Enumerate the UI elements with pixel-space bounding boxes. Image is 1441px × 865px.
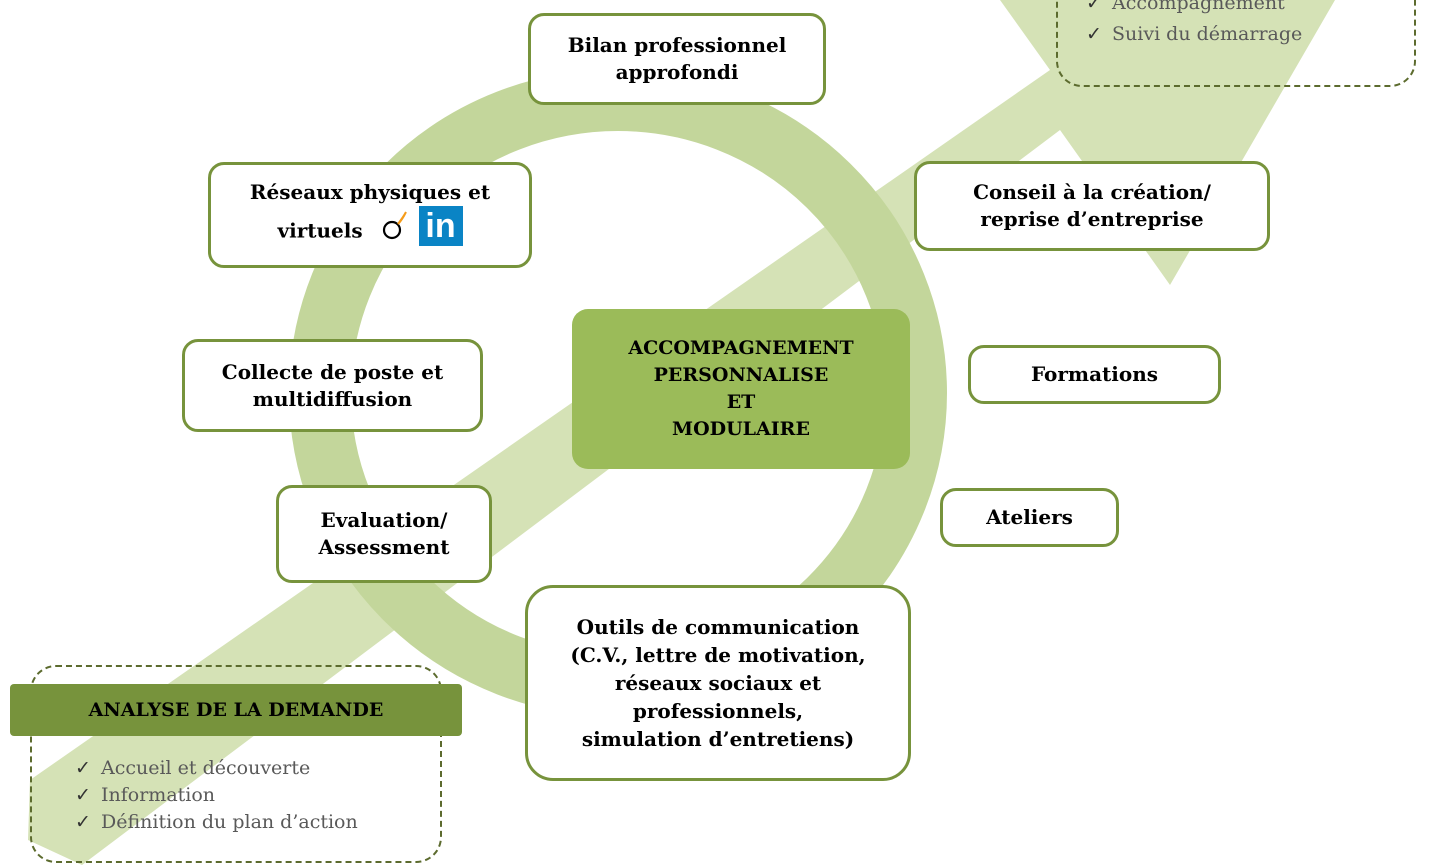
list-item: ✓Définition du plan d’action [75, 809, 358, 836]
support-panel [1056, 0, 1416, 87]
box-collecte-poste: Collecte de poste et multidiffusion [182, 339, 483, 432]
box-ateliers: Ateliers [940, 488, 1119, 547]
check-icon: ✓ [1086, 23, 1102, 45]
support-list: ✓Accompagnement ✓Suivi du démarrage [1086, 0, 1302, 48]
box-bilan-professionnel: Bilan professionnel approfondi [528, 13, 826, 105]
box-conseil-creation: Conseil à la création/ reprise d’entrepr… [914, 161, 1270, 251]
list-item: ✓Accompagnement [1086, 0, 1302, 17]
check-icon: ✓ [75, 811, 91, 833]
list-item: ✓Accueil et découverte [75, 755, 358, 782]
diagonal-growth-arrow [28, 0, 1335, 865]
analyse-list: ✓Accueil et découverte ✓Information ✓Déf… [75, 755, 358, 836]
box-formations: Formations [968, 345, 1221, 404]
analyse-panel [30, 665, 442, 863]
viadeo-icon [375, 207, 412, 244]
box-evaluation: Evaluation/ Assessment [276, 485, 492, 583]
linkedin-icon: in [418, 205, 463, 246]
analyse-title: ANALYSE DE LA DEMANDE [10, 684, 462, 736]
check-icon: ✓ [1086, 0, 1102, 14]
list-item: ✓Suivi du démarrage [1086, 21, 1302, 48]
box-outils-communication: Outils de communication (C.V., lettre de… [525, 585, 911, 781]
check-icon: ✓ [75, 757, 91, 779]
check-icon: ✓ [75, 784, 91, 806]
center-accompagnement: ACCOMPAGNEMENT PERSONNALISE ET MODULAIRE [572, 309, 910, 469]
list-item: ✓Information [75, 782, 358, 809]
box-reseaux: Réseaux physiques et virtuels in [208, 162, 532, 268]
